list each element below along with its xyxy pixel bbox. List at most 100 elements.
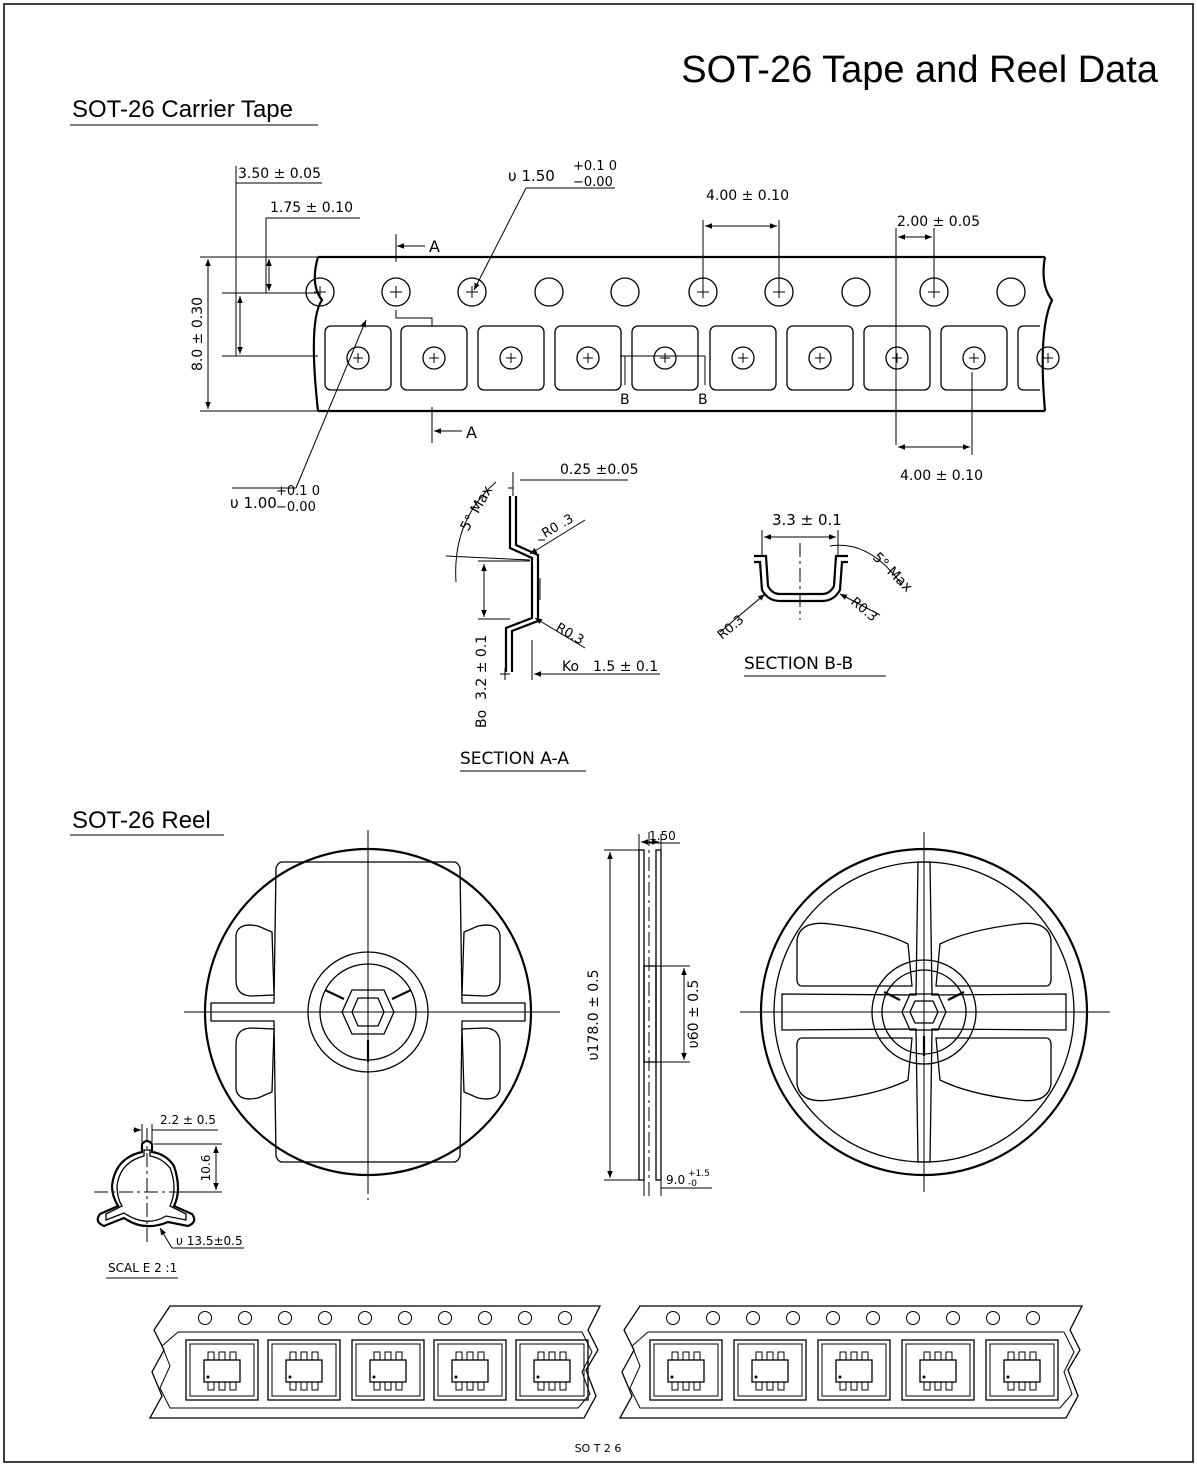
sot26-component [733, 1339, 807, 1401]
page-title: SOT-26 Tape and Reel Data [681, 49, 1159, 91]
tape-pocket [477, 325, 545, 391]
section-b-b: 3.3 ± 0.1 5° Max R0.3 R0.3 SECTION B-B [715, 511, 915, 677]
tape-pocket [1017, 325, 1060, 391]
sprocket-hole [457, 277, 487, 307]
sprocket-hole [305, 277, 335, 307]
tape-hole [278, 1311, 292, 1325]
tape-pocket [863, 325, 931, 391]
tape-strip-segment [618, 1305, 1084, 1419]
section-b-radius-left: R0.3 [715, 612, 747, 643]
footer-label: SO T 2 6 [575, 1442, 622, 1455]
sot26-component [649, 1339, 723, 1401]
reel-width: 9.0 [666, 1173, 685, 1187]
component-tape-illustration [148, 1305, 1084, 1419]
tape-hole [318, 1311, 332, 1325]
tape-hole [946, 1311, 960, 1325]
dim-pocket-hole-dia: υ 1.00 [230, 494, 277, 512]
sprocket-hole [381, 277, 411, 307]
tape-strip-segment [148, 1305, 602, 1419]
sot26-component [515, 1339, 589, 1401]
section-a-thickness: 0.25 ±0.05 [560, 462, 639, 478]
tape-hole [198, 1311, 212, 1325]
carrier-tape-heading: SOT-26 Carrier Tape [72, 96, 293, 123]
sprocket-hole [610, 277, 640, 307]
dim-hole-tol-minus: −0.00 [573, 175, 613, 190]
section-b-marker-left: B [620, 392, 630, 408]
sot26-component [901, 1339, 975, 1401]
section-a-label: SECTION A-A [460, 749, 569, 769]
sheet-border [3, 3, 1194, 1463]
tape-hole [786, 1311, 800, 1325]
sot26-component [817, 1339, 891, 1401]
dim-3-50: 3.50 ± 0.05 [238, 166, 321, 182]
dim-hole-tol-plus: +0.1 0 [573, 159, 617, 174]
reel-width-tol-minus: -0 [688, 1179, 697, 1189]
dim-pocket-hole-tol-minus: −0.00 [276, 500, 316, 515]
tape-hole [478, 1311, 492, 1325]
tape-pocket [940, 325, 1008, 391]
tape-hole [746, 1311, 760, 1325]
tape-hole [866, 1311, 880, 1325]
sot26-component [185, 1339, 259, 1401]
section-a-marker-top: A [429, 237, 440, 256]
section-b-width: 3.3 ± 0.1 [772, 511, 842, 529]
tape-hole [986, 1311, 1000, 1325]
sprocket-hole [996, 277, 1026, 307]
dim-hole-dia: υ 1.50 [508, 167, 555, 185]
section-b-radius-right: R0.3 [847, 595, 879, 626]
tape-hole [398, 1311, 412, 1325]
dim-1-75: 1.75 ± 0.10 [270, 200, 353, 216]
sot26-component [351, 1339, 425, 1401]
tape-pocket [554, 325, 622, 391]
section-a-a: 0.25 ±0.05 R0 .3 R0.3 5° Max Ko 1.5 ± 0.… [445, 462, 660, 772]
reel-side-view: υ178.0 ± 0.5 υ60 ± 0.5 1.50 9.0 +1.5 -0 [586, 829, 712, 1196]
detail-height: 10.6 [199, 1155, 213, 1182]
detail-scale: SCAL E 2 :1 [108, 1261, 177, 1275]
section-a-ko-value: 1.5 ± 0.1 [593, 659, 658, 675]
section-a-angle: 5° Max [458, 483, 497, 534]
dim-pitch-bottom: 4.00 ± 0.10 [900, 468, 983, 484]
sot26-component [985, 1339, 1059, 1401]
tape-pocket [786, 325, 854, 391]
detail-slot-width: 2.2 ± 0.5 [160, 1113, 216, 1127]
sot26-component [267, 1339, 341, 1401]
dim-pitch-top: 4.00 ± 0.10 [706, 188, 789, 204]
tape-hole [706, 1311, 720, 1325]
dim-pocket-hole-tol-plus: +0.1 0 [276, 484, 320, 499]
tape-hole [438, 1311, 452, 1325]
reel-left-drawing [184, 832, 560, 1192]
section-a-bo-label: Bo [474, 710, 490, 728]
section-a-ko-label: Ko [562, 659, 579, 675]
tape-pocket [709, 325, 777, 391]
tape-hole [238, 1311, 252, 1325]
section-a-radius-bottom: R0.3 [553, 620, 586, 648]
section-a-marker-bottom: A [466, 423, 477, 442]
tape-dimensions: 8.0 ± 0.30 3.50 ± 0.05 1.75 ± 0.10 υ 1.5… [190, 159, 983, 515]
detail-bore: υ 13.5±0.5 [176, 1234, 243, 1248]
reel-heading: SOT-26 Reel [72, 807, 211, 834]
reel-flange-width: 1.50 [649, 829, 676, 843]
tape-pocket [324, 325, 392, 391]
reel-hub-diameter: υ60 ± 0.5 [686, 980, 702, 1049]
section-b-label: SECTION B-B [744, 654, 853, 674]
tape-pocket [400, 325, 468, 391]
dim-2-00: 2.00 ± 0.05 [897, 214, 980, 230]
section-b-angle: 5° Max [869, 550, 915, 596]
reel-width-tol-plus: +1.5 [688, 1169, 710, 1179]
tape-hole [1026, 1311, 1040, 1325]
tape-hole [666, 1311, 680, 1325]
tape-hole [518, 1311, 532, 1325]
tape-hole [558, 1311, 572, 1325]
hub-detail: 2.2 ± 0.5 10.6 υ 13.5±0.5 SCAL E 2 :1 [94, 1113, 244, 1279]
reel-back-view [740, 832, 1110, 1192]
sot26-component [433, 1339, 507, 1401]
carrier-tape-strip [305, 255, 1060, 413]
sprocket-hole [534, 277, 564, 307]
section-b-marker-right: B [698, 392, 708, 408]
tape-pocket [631, 325, 699, 391]
tape-hole [826, 1311, 840, 1325]
sprocket-hole [841, 277, 871, 307]
reel-front-view [367, 830, 369, 1200]
